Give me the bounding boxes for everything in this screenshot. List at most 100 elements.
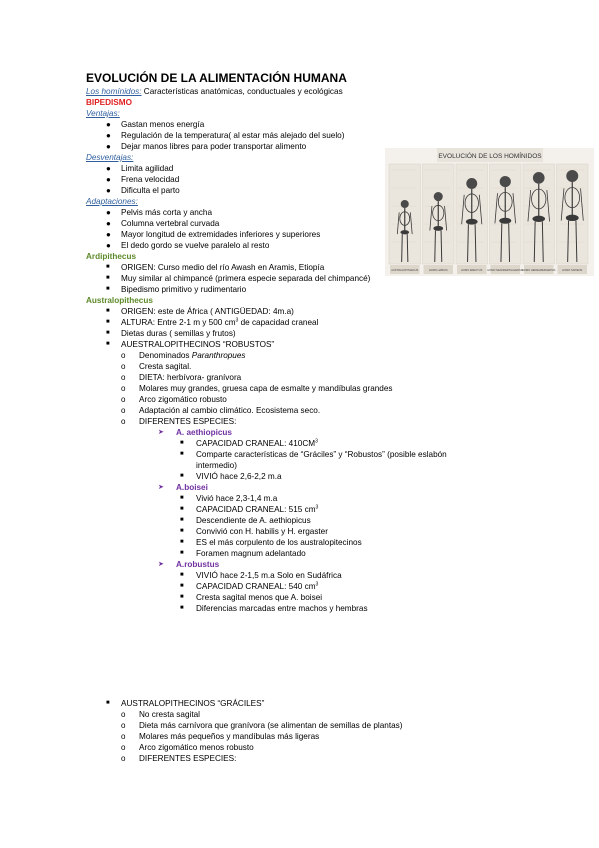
aethiopicus-vivio: VIVIÓ hace 2,6-2,2 m.a <box>196 472 282 481</box>
skeleton-ribcage <box>564 187 581 209</box>
bullet-icon: ● <box>106 164 111 173</box>
figure-caption-box <box>524 265 554 274</box>
australo-altura: ALTURA: Entre 2-1 m y 500 cm3 de capacid… <box>121 317 318 328</box>
circle-bullet-icon: o <box>121 721 126 730</box>
figure-caption: HOMO NEANDERTHALENSIS <box>487 268 523 272</box>
skeleton-leg-right <box>508 223 511 263</box>
boisei-item: Convivió con H. habilis y H. ergaster <box>196 527 328 536</box>
circle-bullet-icon: o <box>121 395 126 404</box>
square-bullet-icon: ■ <box>106 700 110 706</box>
desventaja-item: Limita agilidad <box>121 164 174 173</box>
robustos-item: Molares muy grandes, gruesa capa de esma… <box>139 384 393 393</box>
graciles-item: DIFERENTES ESPECIES: <box>139 754 237 763</box>
skeleton-pelvis <box>400 230 410 235</box>
skeleton-skull <box>466 178 478 189</box>
graciles-item: Dieta más carnívora que granívora (se al… <box>139 721 403 730</box>
bullet-icon: ● <box>106 142 111 151</box>
hominid-evolution-figure: EVOLUCIÓN DE LOS HOMÍNIDOS AUSTRALOPITHE… <box>385 148 594 276</box>
subtitle-link[interactable]: Los homínidos: <box>86 87 142 96</box>
square-bullet-icon: ■ <box>180 539 184 545</box>
figure-caption-box <box>457 265 487 274</box>
cap-text: CAPACIDAD CRANEAL: 515 cm <box>196 505 316 514</box>
square-bullet-icon: ■ <box>180 583 184 589</box>
skeleton-leg-right <box>474 224 477 263</box>
robustos-item: Cresta sagital. <box>139 362 192 371</box>
altura-text-end: de capacidad craneal <box>238 318 319 327</box>
boisei-vivio: Vivió hace 2,3-1,4 m.a <box>196 494 278 503</box>
skeleton-arm-right <box>478 194 483 225</box>
species-robustus: A.robustus <box>176 560 220 569</box>
robustus-item: Diferencias marcadas entre machos y hemb… <box>196 604 368 613</box>
square-bullet-icon: ■ <box>106 286 110 292</box>
australo-origen: ORIGEN: este de África ( ANTIGÜEDAD: 4m.… <box>121 307 294 316</box>
ventajas-label: Ventajas: <box>86 109 120 118</box>
circle-bullet-icon: o <box>121 362 126 371</box>
bullet-icon: ● <box>106 219 111 228</box>
skeleton-ribcage <box>432 204 445 222</box>
skeleton-leg-left <box>434 230 436 263</box>
desventajas-label: Desventajas: <box>86 153 134 162</box>
denominados-text: Denominados <box>139 351 192 360</box>
skeleton-arm-left <box>396 212 400 235</box>
skeleton-leg-right <box>541 221 544 263</box>
australopithecus-heading: Australopithecus <box>86 296 153 305</box>
square-bullet-icon: ■ <box>106 275 110 281</box>
arrow-bullet-icon: ➤ <box>158 561 164 568</box>
figure-title-banner <box>437 148 543 162</box>
figure-caption: HOMO SAPIENS <box>562 268 582 272</box>
boisei-item: Descendiente de A. aethiopicus <box>196 516 311 525</box>
paranthropues-text: Paranthropues <box>191 351 246 360</box>
figure-caption: HOMO ERECTUS <box>461 268 482 272</box>
skeleton-leg-left <box>567 220 570 263</box>
graciles-item: Arco zigomático menos robusto <box>139 743 254 752</box>
skeleton-skull <box>400 200 409 209</box>
graciles-item: No cresta sagital <box>139 710 200 719</box>
robustus-vivio: VIVIÓ hace 2-1,5 m.a Solo en Sudáfrica <box>196 571 342 580</box>
circle-bullet-icon: o <box>121 754 126 763</box>
robustos-heading: AUESTRALOPITHECINOS “ROBUSTOS” <box>121 340 275 349</box>
cap-sup: 3 <box>315 581 319 588</box>
aethiopicus-compare-cont: intermedio) <box>196 461 237 470</box>
circle-bullet-icon: o <box>121 417 126 426</box>
figure-caption-box <box>557 265 587 274</box>
ventaja-item: Regulación de la temperatura( al estar m… <box>121 131 345 140</box>
bullet-icon: ● <box>106 175 111 184</box>
circle-bullet-icon: o <box>121 406 126 415</box>
robustos-item: DIFERENTES ESPECIES: <box>139 417 237 426</box>
page-title: EVOLUCIÓN DE LA ALIMENTACIÓN HUMANA <box>86 71 347 85</box>
skeleton-leg-left <box>500 223 503 263</box>
skeleton-leg-right <box>575 220 578 263</box>
cap-sup: 3 <box>315 438 318 445</box>
adaptacion-item: Mayor longitud de extremidades inferiore… <box>121 230 321 239</box>
altura-text: ALTURA: Entre 2-1 m y 500 cm <box>121 318 236 327</box>
skeleton-arm-left <box>494 193 498 224</box>
circle-bullet-icon: o <box>121 351 126 360</box>
square-bullet-icon: ■ <box>106 264 110 270</box>
aethiopicus-cap: CAPACIDAD CRANEAL: 410CM3 <box>196 438 318 449</box>
skeleton-arm-right <box>512 193 516 224</box>
circle-bullet-icon: o <box>121 732 126 741</box>
circle-bullet-icon: o <box>121 384 126 393</box>
altura-sup: 3 <box>235 317 239 324</box>
ardipithecus-item: Muy similar al chimpancé (primera especi… <box>121 274 371 283</box>
figure-caption: HOMO HEIDELBERGENSIS <box>522 268 556 272</box>
boisei-item: ES el más corpulento de los australopite… <box>196 538 362 547</box>
robustus-cap: CAPACIDAD CRANEAL: 540 cm3 <box>196 581 318 592</box>
species-aethiopicus: A. aethiopicus <box>176 428 232 437</box>
arrow-bullet-icon: ➤ <box>158 484 164 491</box>
figure-caption-box <box>490 265 520 274</box>
figure-caption-box <box>390 265 420 274</box>
figure-title: EVOLUCIÓN DE LOS HOMÍNIDOS <box>438 151 542 160</box>
skeleton-pelvis <box>465 218 478 225</box>
cap-text: CAPACIDAD CRANEAL: 410CM <box>196 439 316 448</box>
square-bullet-icon: ■ <box>106 308 110 314</box>
bullet-icon: ● <box>106 131 111 140</box>
skeleton-skull <box>566 170 579 182</box>
square-bullet-icon: ■ <box>180 451 184 457</box>
bullet-icon: ● <box>106 186 111 195</box>
arrow-bullet-icon: ➤ <box>158 429 164 436</box>
square-bullet-icon: ■ <box>180 550 184 556</box>
bipedismo-heading: BIPEDISMO <box>86 98 132 107</box>
